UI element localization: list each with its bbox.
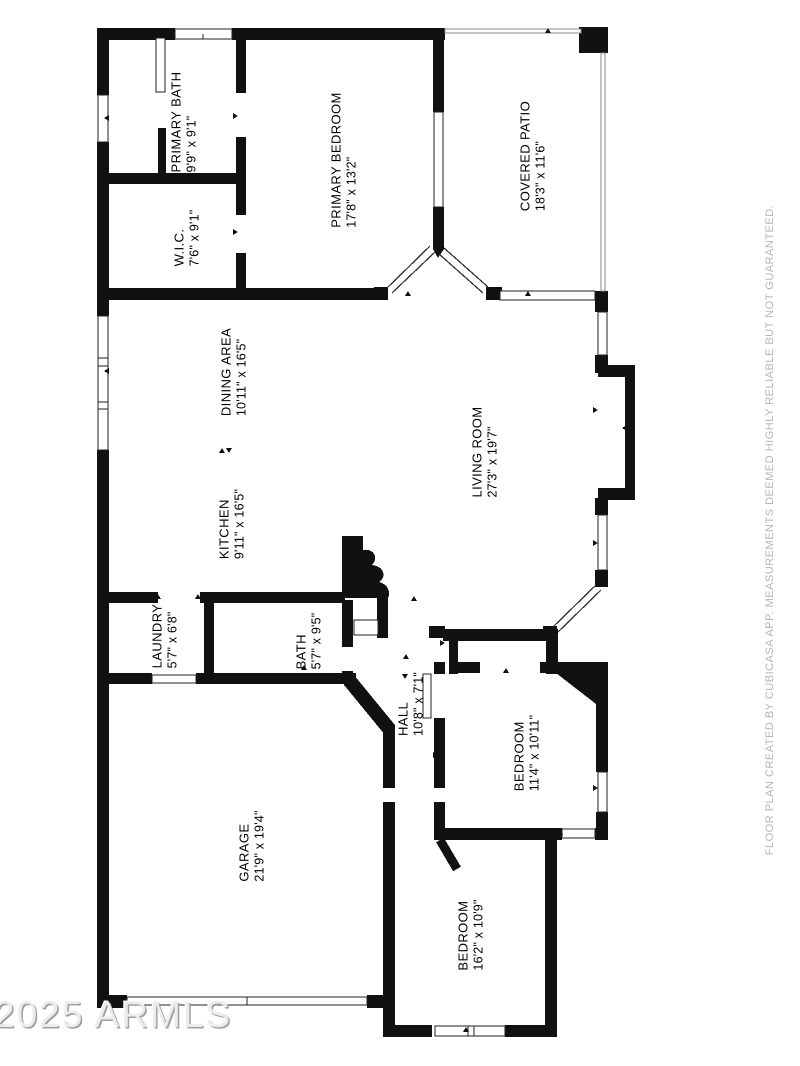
room-dimensions: 9'11" x 16'5" bbox=[232, 488, 247, 560]
room-name: LIVING ROOM bbox=[469, 406, 485, 498]
room-name: PRIMARY BEDROOM bbox=[328, 92, 344, 228]
room-label-primary-bath: PRIMARY BATH 9'9" x 9'1" bbox=[169, 72, 200, 173]
room-dimensions: 5'7" x 9'5" bbox=[309, 612, 324, 670]
room-dimensions: 7'6" x 9'1" bbox=[187, 209, 202, 267]
room-dimensions: 21'9" x 19'4" bbox=[252, 810, 267, 882]
room-name: LAUNDRY bbox=[149, 603, 165, 669]
room-label-living-room: LIVING ROOM 27'3" x 19'7" bbox=[470, 406, 501, 497]
cubicasa-disclaimer-text: FLOOR PLAN CREATED BY CUBICASA APP. MEAS… bbox=[764, 204, 776, 856]
room-dimensions: 10'8" x 7'1" bbox=[411, 671, 426, 737]
room-label-hall: HALL 10'8" x 7'1" bbox=[396, 672, 427, 736]
room-name: BATH bbox=[293, 634, 309, 670]
room-label-wic: W.I.C. 7'6" x 9'1" bbox=[172, 210, 203, 267]
room-dimensions: 11'4" x 10'11" bbox=[527, 714, 542, 792]
room-name: HALL bbox=[395, 701, 411, 737]
room-dimensions: 10'11" x 16'5" bbox=[234, 338, 249, 417]
room-dimensions: 18'3" x 11'6" bbox=[533, 140, 548, 212]
room-label-laundry: LAUNDRY 5'7" x 6'8" bbox=[150, 604, 181, 669]
room-name: COVERED PATIO bbox=[517, 100, 533, 212]
room-label-primary-bedroom: PRIMARY BEDROOM 17'8" x 13'2" bbox=[329, 92, 360, 228]
room-label-bath: BATH 5'7" x 9'5" bbox=[294, 613, 325, 670]
room-name: KITCHEN bbox=[216, 499, 232, 560]
room-name: DINING AREA bbox=[218, 327, 234, 417]
room-label-dining-area: DINING AREA 10'11" x 16'5" bbox=[219, 328, 250, 416]
armls-watermark: 2025 ARMLS bbox=[0, 994, 233, 1035]
room-dimensions: 17'8" x 13'2" bbox=[344, 156, 359, 228]
room-dimensions: 9'9" x 9'1" bbox=[184, 115, 199, 173]
room-name: GARAGE bbox=[236, 823, 252, 882]
room-name: W.I.C. bbox=[171, 228, 187, 267]
room-label-kitchen: KITCHEN 9'11" x 16'5" bbox=[217, 489, 248, 559]
room-label-bedroom-2: BEDROOM 16'2" x 10'9" bbox=[456, 899, 487, 970]
room-name: PRIMARY BATH bbox=[168, 71, 184, 173]
room-dimensions: 27'3" x 19'7" bbox=[485, 426, 500, 498]
room-dimensions: 5'7" x 6'8" bbox=[165, 611, 180, 669]
room-name: BEDROOM bbox=[455, 900, 471, 971]
room-label-covered-patio: COVERED PATIO 18'3" x 11'6" bbox=[518, 101, 549, 211]
room-dimensions: 16'2" x 10'9" bbox=[471, 899, 486, 971]
room-label-bedroom-1: BEDROOM 11'4" x 10'11" bbox=[512, 715, 543, 791]
room-label-garage: GARAGE 21'9" x 19'4" bbox=[237, 810, 268, 881]
room-name: BEDROOM bbox=[511, 721, 527, 792]
